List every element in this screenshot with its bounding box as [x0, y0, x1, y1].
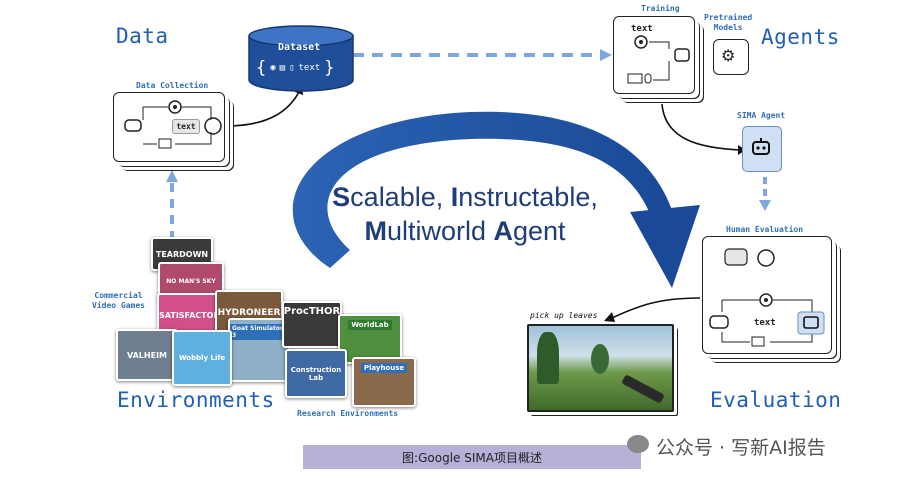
evaluation-heading: Evaluation	[710, 388, 842, 412]
dataset-cylinder	[248, 25, 354, 92]
eye-icon: ◉	[270, 63, 276, 73]
gameplay-screenshot	[527, 324, 674, 412]
center-title: Scalable, Instructable, Multiworld Agent	[300, 180, 630, 248]
brace-open-icon: {	[256, 58, 267, 78]
data-heading: Data	[116, 24, 169, 48]
dataset-text-token: text	[298, 63, 321, 73]
human-evaluation-text-token: text	[754, 318, 776, 328]
research-environments-label: Research Environments	[297, 409, 399, 418]
title-multiworld: ultiworld	[386, 216, 494, 246]
sima-agent-node	[742, 126, 782, 172]
game-tile-valheim: VALHEIM	[116, 329, 178, 381]
dataset-label: Dataset	[278, 42, 321, 53]
research-procthor-label: ProcTHOR	[283, 306, 341, 317]
training-diagram	[627, 35, 690, 84]
title-instructable: nstructable,	[458, 182, 598, 212]
title-scalable: calable,	[350, 182, 451, 212]
pretrained-models-box	[713, 39, 749, 75]
research-tile-construction: Construction Lab	[285, 349, 347, 398]
keyboard-icon: ▤	[279, 63, 286, 73]
research-tile-procthor: ProcTHOR	[282, 301, 342, 348]
game-satisfactory-label: SATISFACTORY	[159, 310, 225, 320]
game-goat-sim-label: Goat Simulator 3	[230, 324, 288, 340]
brace-close-icon: }	[324, 58, 335, 78]
wechat-logo-icon	[627, 435, 649, 453]
training-text-token: text	[631, 24, 653, 34]
watermark: 公众号 · 写新AI报告	[656, 437, 826, 459]
game-tile-goat-sim: Goat Simulator 3	[228, 318, 290, 382]
game-teardown-label: TEARDOWN	[155, 249, 209, 259]
data-collection-card	[113, 92, 225, 162]
training-label: Training	[641, 4, 680, 13]
research-tile-worldlab: WorldLab	[338, 314, 402, 364]
environments-heading: Environments	[117, 388, 275, 412]
title-initial-a: A	[493, 216, 513, 246]
game-hydroneer-label: HYDRONEER	[217, 308, 281, 318]
research-playhouse-label: Playhouse	[360, 363, 408, 373]
game-nomanssky-label: NO MAN'S SKY	[166, 277, 216, 285]
figure-caption: 图:Google SIMA项目概述	[303, 445, 641, 469]
dataset-contents: { ◉ ▤ ▯ text }	[256, 58, 334, 78]
human-evaluation-label: Human Evaluation	[726, 225, 804, 234]
tree-left	[537, 332, 559, 384]
human-evaluation-diagram	[709, 248, 825, 347]
agents-heading: Agents	[761, 25, 840, 49]
title-agent: gent	[512, 216, 566, 246]
game-wobbly-life-label: Wobbly Life	[178, 354, 226, 362]
held-tool	[621, 374, 665, 404]
title-initial-s: S	[332, 182, 351, 212]
game-tile-wobbly-life: Wobbly Life	[172, 330, 232, 386]
commercial-games-label: Commercial Video Games	[92, 291, 145, 310]
research-worldlab-label: WorldLab	[348, 320, 392, 330]
title-initial-m: M	[364, 216, 387, 246]
title-initial-i: I	[450, 182, 459, 212]
research-construction-label: Construction Lab	[290, 365, 342, 382]
robot-icon	[752, 138, 770, 155]
gear-icon: ⚙	[721, 46, 736, 65]
research-tile-playhouse: Playhouse	[352, 357, 416, 407]
mouse-icon: ▯	[289, 63, 295, 73]
data-collection-text-chip: text	[172, 119, 200, 134]
data-collection-label: Data Collection	[136, 81, 209, 90]
tree-mid	[591, 344, 609, 374]
data-collection-diagram	[124, 100, 222, 149]
instruction-text: pick up leaves	[530, 311, 598, 320]
training-card	[613, 16, 695, 94]
game-valheim-label: VALHEIM	[126, 350, 168, 360]
sima-agent-label: SIMA Agent	[737, 111, 786, 120]
pretrained-models-label: Pretrained Models	[704, 13, 753, 32]
